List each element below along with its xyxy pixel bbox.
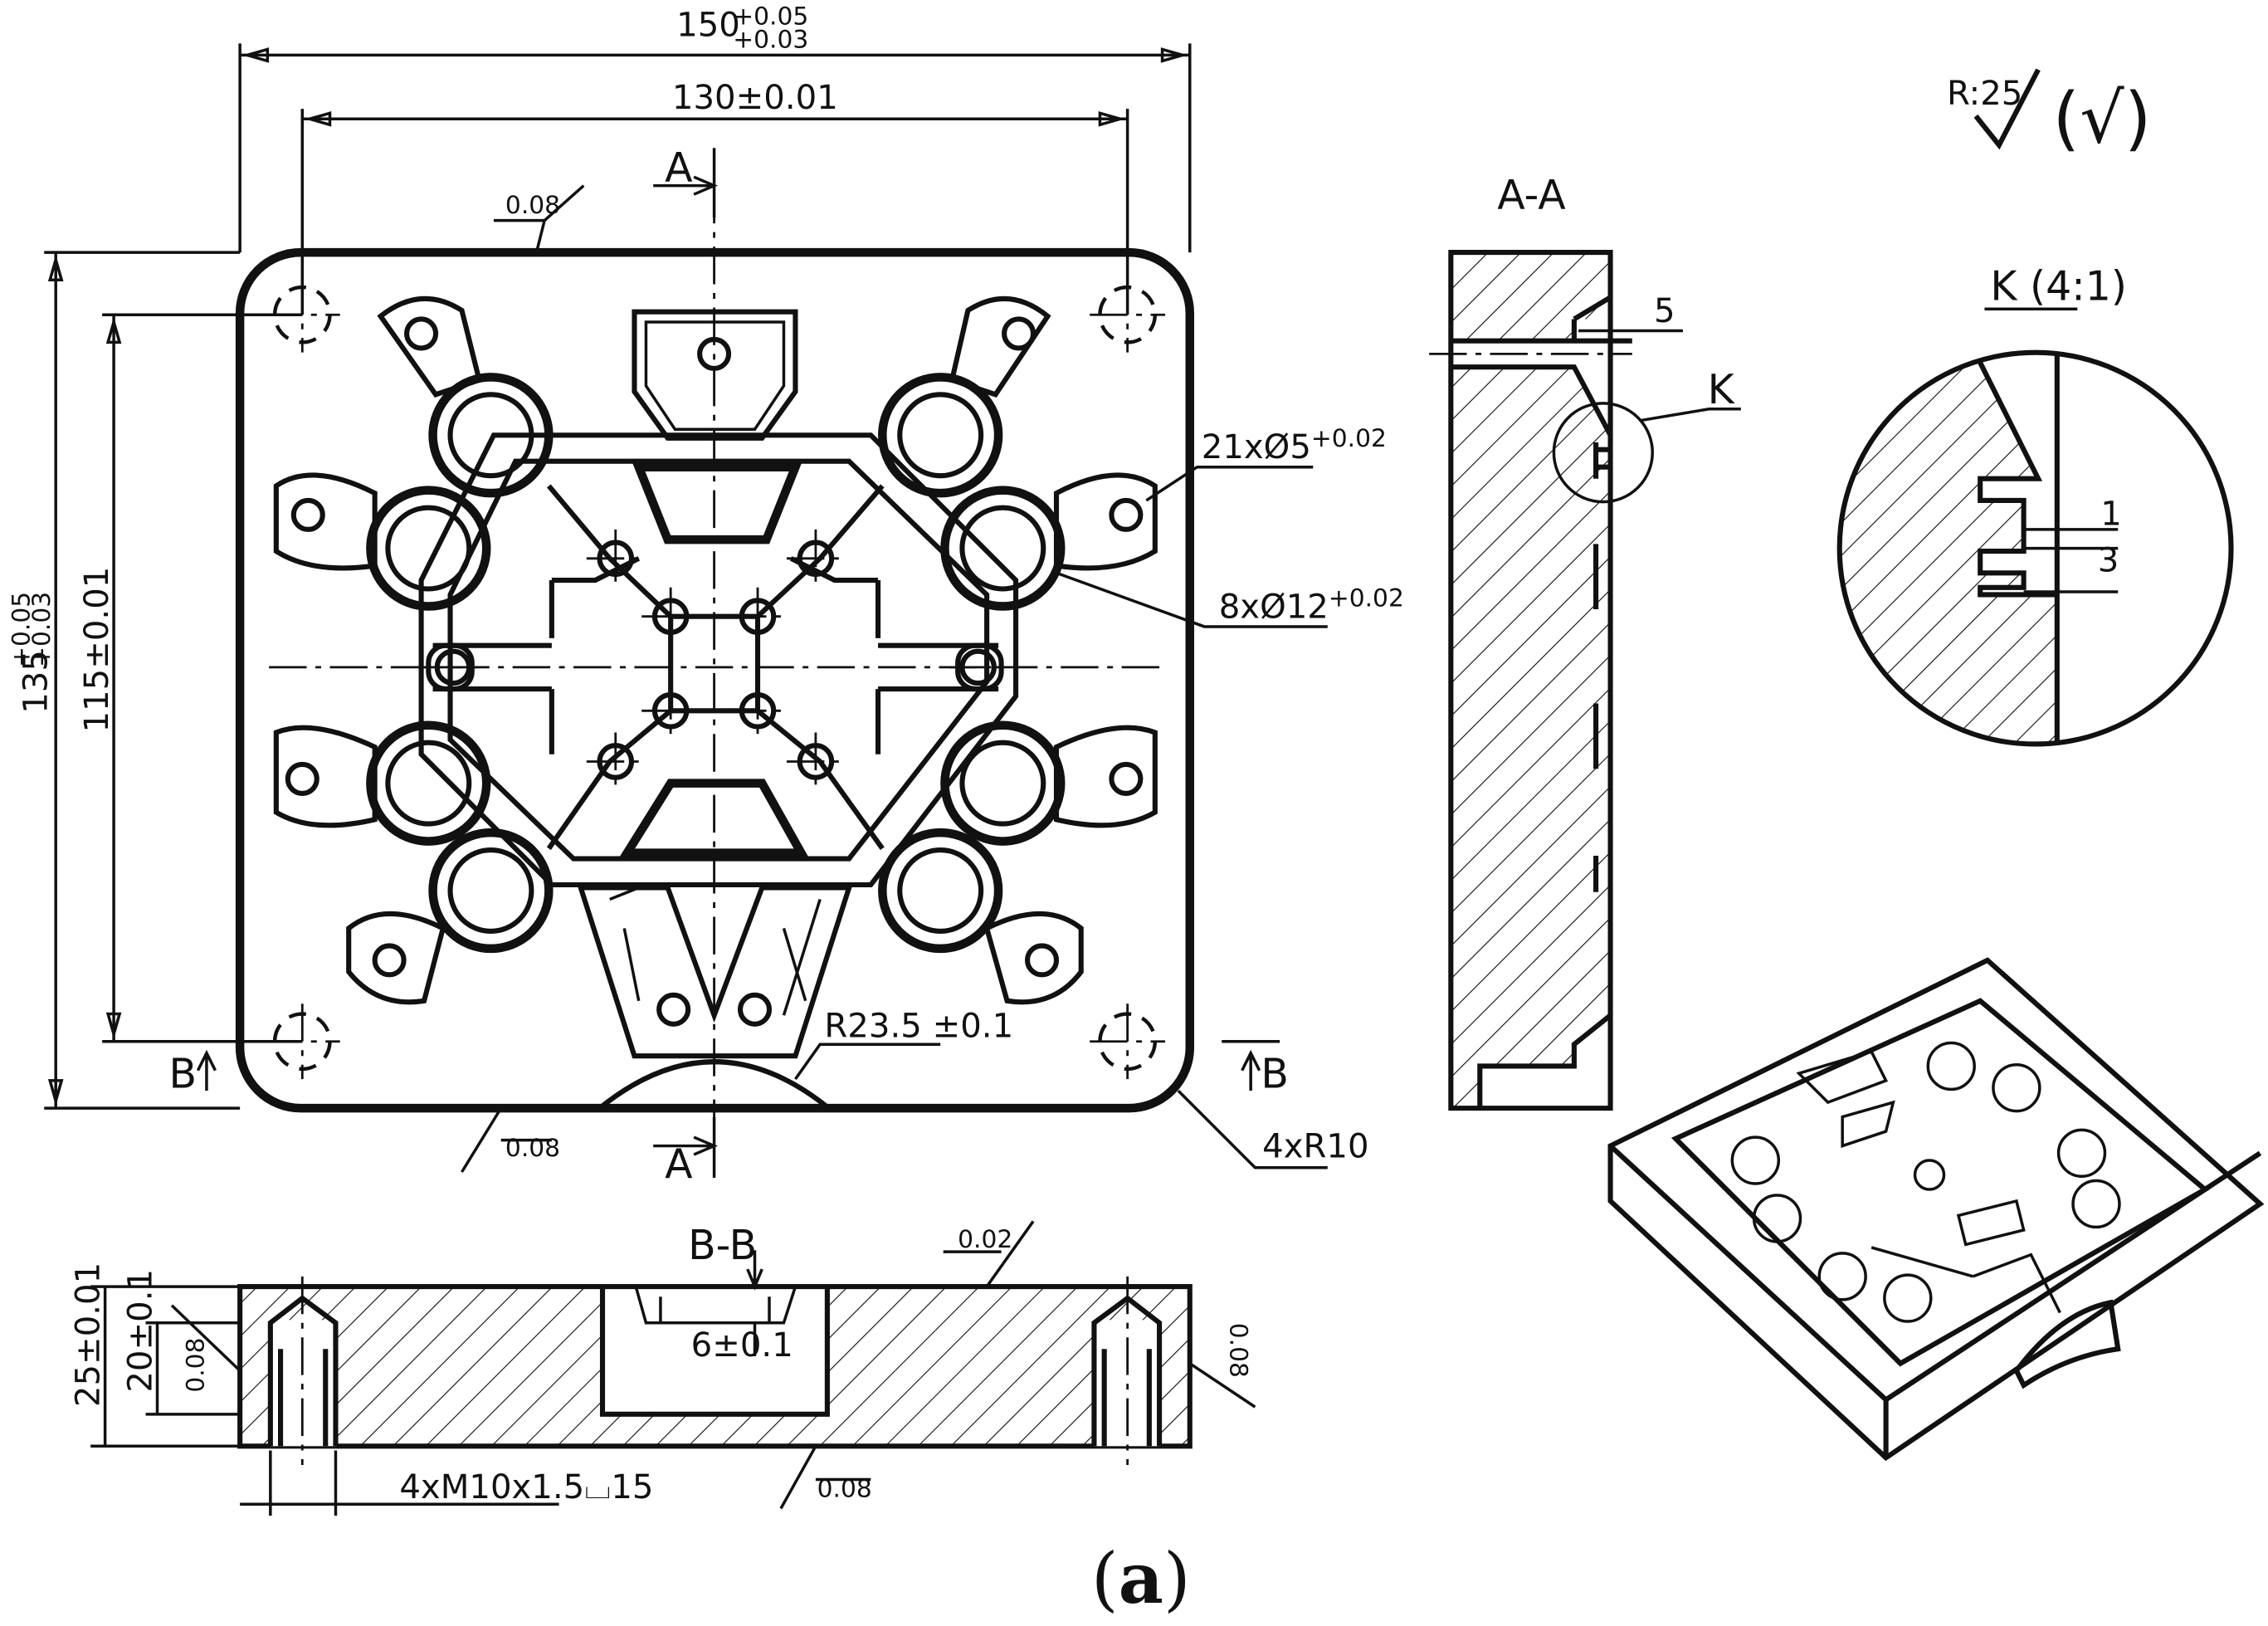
section-aa-view: A-A K 5: [1429, 172, 1741, 1111]
overall-height-upper: +0.05: [7, 592, 37, 667]
detail-marker: K: [1708, 366, 1736, 413]
overall-width-upper: +0.05: [733, 2, 808, 32]
section-bb-view: B-B 6±0.1 25±0.01 20±0.1 4xM10x1.5⌴15 0.…: [70, 1220, 1256, 1516]
hole-pitch-y: 115±0.01: [78, 567, 116, 733]
figure-caption: (a): [1091, 1537, 1191, 1619]
large-holes: [366, 373, 1066, 954]
front-view: [235, 185, 1195, 1146]
surface-finish-value: R:25: [1947, 75, 2022, 113]
pocket-depth-dim: 20±0.1: [122, 1269, 160, 1393]
radius-cut-dim: R23.5 ±0.1: [824, 1007, 1013, 1045]
tol-bb-top: 0.02: [958, 1225, 1012, 1254]
overall-width-base: 150: [676, 7, 740, 45]
detail-dim-3: 3: [2098, 542, 2119, 580]
section-bb-title: B-B: [688, 1222, 757, 1269]
front-dimensions: 150 +0.05 +0.03 130±0.01 135 +0.05 +0.03…: [7, 2, 1404, 1188]
section-marker-a-bottom: A: [665, 1140, 693, 1188]
svg-text:150: 150: [676, 7, 740, 45]
section-a-depth-dim: 5: [1654, 292, 1675, 330]
section-marker-b-right: B: [1261, 1051, 1289, 1098]
detail-k-view: K (4:1) 1 3: [1836, 263, 2234, 747]
slot-depth-dim: 6±0.1: [691, 1326, 793, 1365]
section-marker-b-left: B: [169, 1051, 198, 1098]
large-holes-dim: 8xØ12+0.02: [1219, 584, 1404, 626]
tol-bottom-edge: 0.08: [505, 1134, 560, 1163]
thickness-dim: 25±0.01: [70, 1262, 108, 1407]
thread-callout: 4xM10x1.5⌴15: [399, 1468, 653, 1506]
outer-lobes: [273, 295, 1158, 1005]
corner-radius-dim: 4xR10: [1262, 1128, 1368, 1166]
hole-pitch-x: 130±0.01: [672, 79, 838, 117]
runner-holes: [424, 529, 1007, 791]
surface-finish: R:25 (√): [1947, 68, 2152, 159]
overall-height-base: 135: [17, 650, 56, 714]
detail-dim-1: 1: [2100, 496, 2122, 534]
section-aa-title: A-A: [1497, 172, 1566, 219]
isometric-view: [1607, 957, 2265, 1462]
tol-bb-bottom: 0.08: [817, 1474, 872, 1503]
surface-finish-symbol: (√): [2053, 77, 2152, 159]
section-marker-a-top: A: [665, 144, 693, 191]
tol-bb-right: 0.08: [1224, 1323, 1253, 1378]
detail-title: K (4:1): [1990, 263, 2127, 310]
tol-top-edge: 0.08: [505, 191, 560, 220]
tol-bb-left: 0.08: [181, 1338, 210, 1393]
overall-width-lower: +0.03: [733, 26, 808, 55]
overall-height-lower: +0.03: [27, 592, 56, 667]
small-holes-dim: 21xØ5+0.02: [1202, 424, 1387, 466]
